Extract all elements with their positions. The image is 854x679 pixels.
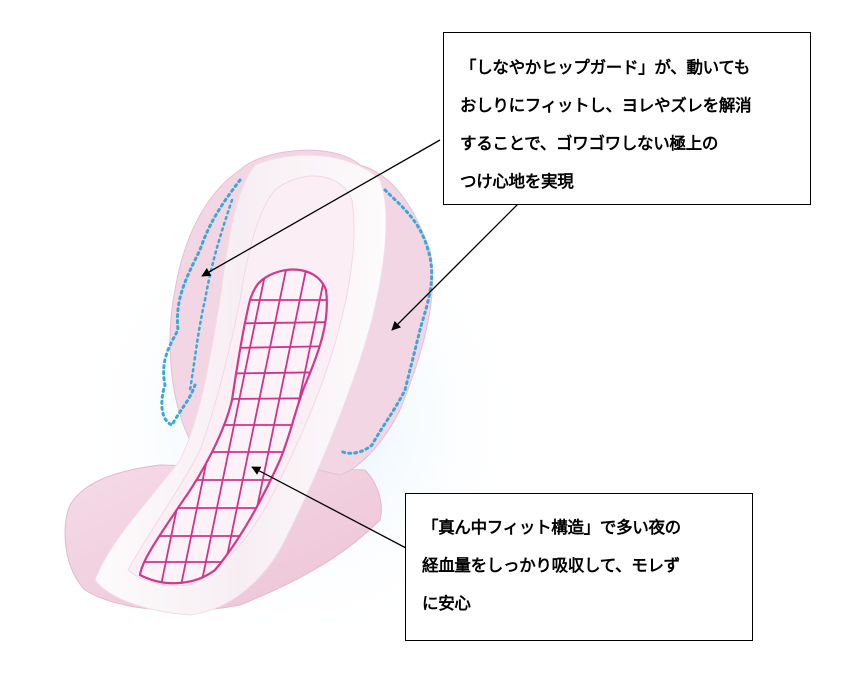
- hip-guard-left-dots: [160, 178, 242, 427]
- callout-center-fit: 「真ん中フィット構造」で多い夜の 経血量をしっかり吸収して、モレず に安心: [405, 493, 753, 641]
- hip-guard-right-dots: [338, 188, 434, 455]
- arrow-to-right-guard: [391, 191, 531, 331]
- hip-guard-left-inner-dots: [188, 198, 234, 392]
- arrow-to-center-grid: [251, 466, 407, 549]
- arrow-to-left-guard: [201, 139, 441, 277]
- callout-hip-guard: 「しなやかヒップガード」が、動いても おしりにフィットし、ヨレやズレを解消 する…: [443, 32, 811, 205]
